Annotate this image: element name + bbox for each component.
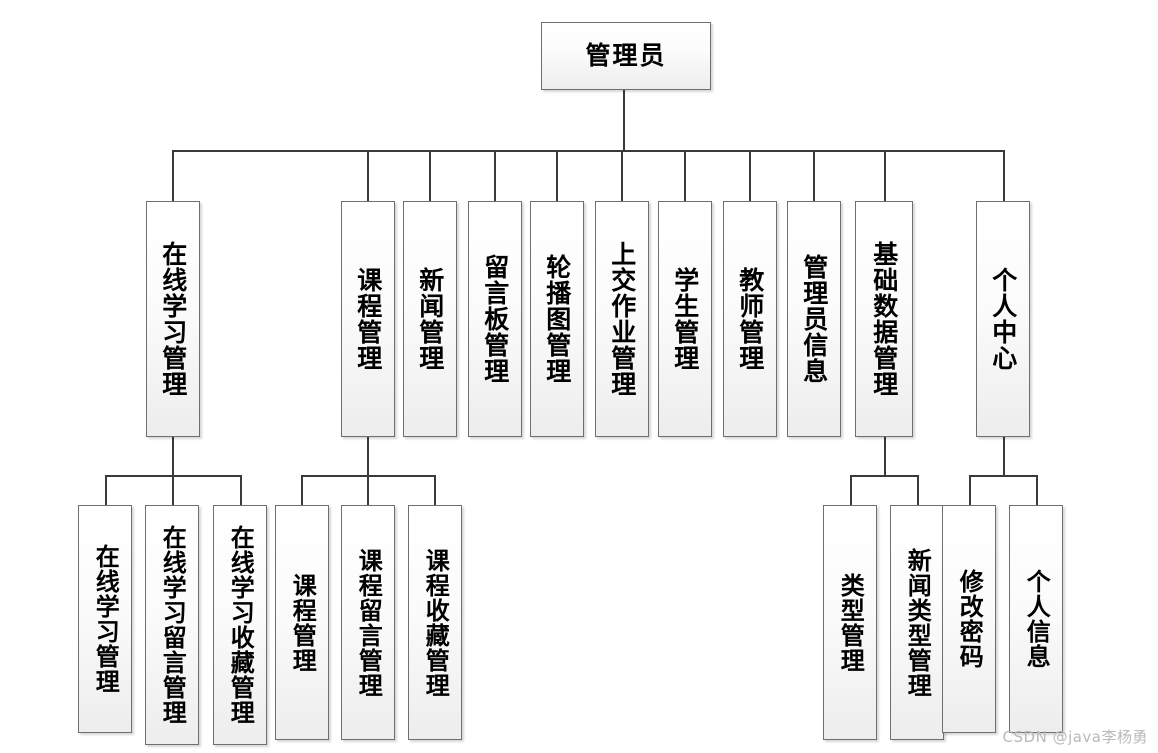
connector-stem-course — [367, 437, 369, 476]
node-personal-info[interactable]: 个人信息 — [1009, 505, 1063, 733]
node-online-study-message-management-label: 在线学习留言管理 — [158, 525, 188, 725]
node-news-management[interactable]: 新闻管理 — [403, 201, 457, 437]
connector-stem-personal-center — [1003, 437, 1005, 476]
connector-stem-online-study — [172, 437, 174, 476]
node-personal-center-label: 个人中心 — [988, 267, 1018, 371]
connector-drop-bd-2 — [917, 475, 919, 505]
node-message-board-management-label: 留言板管理 — [480, 254, 510, 384]
node-course-favorite-management-label: 课程收藏管理 — [421, 547, 451, 698]
node-basic-data-management-label: 基础数据管理 — [869, 241, 899, 397]
node-online-study-favorite-management-label: 在线学习收藏管理 — [226, 525, 256, 725]
node-personal-center[interactable]: 个人中心 — [976, 201, 1030, 437]
node-type-management[interactable]: 类型管理 — [823, 505, 877, 740]
node-online-study-message-management[interactable]: 在线学习留言管理 — [145, 505, 199, 745]
node-personal-info-label: 个人信息 — [1022, 569, 1052, 669]
node-teacher-management-label: 教师管理 — [735, 267, 765, 371]
connector-drop-homework — [621, 150, 623, 201]
node-root-admin-label: 管理员 — [585, 41, 667, 71]
node-student-management[interactable]: 学生管理 — [658, 201, 712, 437]
node-course-sub-management-label: 课程管理 — [288, 572, 318, 673]
watermark-credit: CSDN @java李杨勇 — [1002, 728, 1148, 746]
connector-drop-course-1 — [301, 475, 303, 505]
connector-drop-os-2 — [172, 475, 174, 505]
node-course-message-management-label: 课程留言管理 — [354, 547, 384, 698]
node-carousel-management[interactable]: 轮播图管理 — [530, 201, 584, 437]
connector-main-bus — [172, 150, 1004, 152]
connector-drop-personal-center — [1003, 150, 1005, 201]
connector-root-stem — [623, 90, 625, 151]
connector-stem-basic-data — [884, 437, 886, 476]
node-news-type-management-label: 新闻类型管理 — [903, 547, 933, 698]
connector-drop-message-board — [494, 150, 496, 201]
connector-drop-teacher — [749, 150, 751, 201]
node-online-study-sub-management-label: 在线学习管理 — [91, 544, 121, 694]
node-message-board-management[interactable]: 留言板管理 — [468, 201, 522, 437]
node-basic-data-management[interactable]: 基础数据管理 — [855, 201, 913, 437]
node-online-study-sub-management[interactable]: 在线学习管理 — [78, 505, 132, 733]
node-online-study-management-label: 在线学习管理 — [158, 241, 188, 397]
connector-drop-bd-1 — [850, 475, 852, 505]
node-course-favorite-management[interactable]: 课程收藏管理 — [408, 505, 462, 740]
node-news-type-management[interactable]: 新闻类型管理 — [890, 505, 944, 740]
connector-drop-basic-data — [884, 150, 886, 201]
node-course-management-label: 课程管理 — [353, 267, 383, 371]
node-carousel-management-label: 轮播图管理 — [542, 254, 572, 384]
node-admin-info-label: 管理员信息 — [799, 254, 829, 384]
connector-bar-personal-center — [969, 475, 1038, 477]
node-change-password[interactable]: 修改密码 — [942, 505, 996, 733]
node-course-sub-management[interactable]: 课程管理 — [275, 505, 329, 740]
connector-drop-news — [429, 150, 431, 201]
connector-drop-admin-info — [813, 150, 815, 201]
node-type-management-label: 类型管理 — [836, 572, 866, 673]
connector-drop-os-3 — [240, 475, 242, 505]
node-admin-info[interactable]: 管理员信息 — [787, 201, 841, 437]
node-course-management[interactable]: 课程管理 — [341, 201, 395, 437]
node-teacher-management[interactable]: 教师管理 — [723, 201, 777, 437]
connector-drop-pc-1 — [969, 475, 971, 505]
node-homework-submission-management[interactable]: 上交作业管理 — [595, 201, 649, 437]
connector-drop-course — [367, 150, 369, 201]
node-online-study-management[interactable]: 在线学习管理 — [146, 201, 200, 437]
connector-drop-course-3 — [434, 475, 436, 505]
connector-drop-pc-2 — [1036, 475, 1038, 505]
connector-bar-basic-data — [850, 475, 919, 477]
node-root-admin[interactable]: 管理员 — [541, 22, 711, 90]
node-homework-submission-management-label: 上交作业管理 — [607, 241, 637, 397]
connector-drop-student — [684, 150, 686, 201]
node-news-management-label: 新闻管理 — [415, 267, 445, 371]
node-change-password-label: 修改密码 — [955, 569, 985, 669]
connector-drop-os-1 — [105, 475, 107, 505]
connector-drop-course-2 — [367, 475, 369, 505]
node-student-management-label: 学生管理 — [670, 267, 700, 371]
node-course-message-management[interactable]: 课程留言管理 — [341, 505, 395, 740]
connector-drop-carousel — [556, 150, 558, 201]
node-online-study-favorite-management[interactable]: 在线学习收藏管理 — [213, 505, 267, 745]
connector-drop-online-study — [172, 150, 174, 201]
